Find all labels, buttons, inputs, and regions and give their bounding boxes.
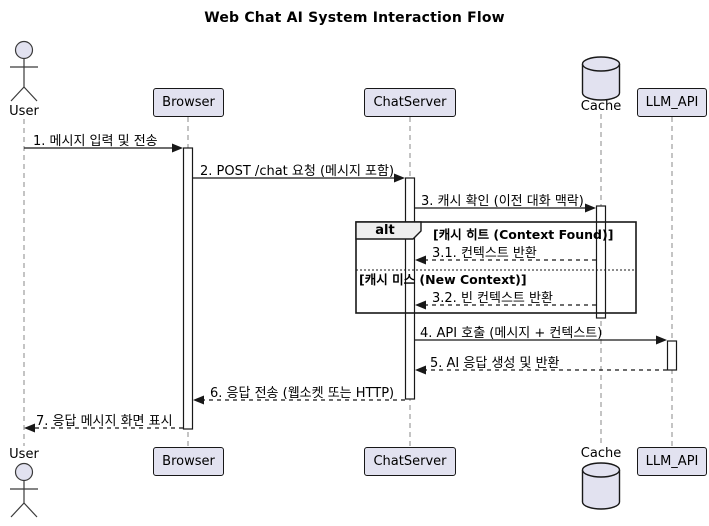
arrow-msg-4 [415, 335, 667, 345]
participant-box-llm-api-top: LLM_API [637, 88, 707, 117]
alt-frame [355, 221, 637, 314]
arrow-msg-3-2 [415, 300, 596, 310]
activation-chatserver [404, 177, 416, 400]
participant-box-browser-bottom: Browser [153, 447, 224, 476]
arrow-msg-5 [415, 365, 667, 375]
participant-label-user-bottom: User [9, 447, 39, 462]
arrow-msg-2 [193, 173, 405, 183]
participant-label-cache-top: Cache [580, 99, 622, 114]
activation-browser [182, 147, 194, 430]
database-icon-bottom [581, 462, 621, 510]
user-actor-icon-bottom [10, 462, 38, 518]
message-label-5: 5. AI 응답 생성 및 반환 [430, 356, 560, 371]
participant-label-cache-bottom: Cache [580, 446, 622, 461]
message-arrows [24, 143, 667, 433]
arrow-msg-3-1 [415, 255, 596, 265]
diagram-title: Web Chat AI System Interaction Flow [204, 10, 505, 26]
message-label-2: 2. POST /chat 요청 (메시지 포함) [200, 164, 395, 179]
participant-box-chatserver-bottom: ChatServer [364, 447, 456, 476]
arrow-msg-6 [193, 395, 405, 405]
alt-condition-2: [캐시 미스 (New Context)] [359, 272, 527, 287]
participant-box-chatserver-top: ChatServer [364, 88, 456, 117]
participant-box-browser-top: Browser [153, 88, 224, 117]
arrow-msg-1 [24, 143, 183, 153]
message-label-3-1: 3.1. 컨텍스트 반환 [432, 246, 537, 261]
participant-label-user-top: User [9, 104, 39, 119]
user-actor-icon-top [10, 40, 38, 102]
message-label-3: 3. 캐시 확인 (이전 대화 맥락) [421, 194, 584, 209]
message-label-4: 4. API 호출 (메시지 + 컨텍스트) [420, 326, 603, 341]
message-label-6: 6. 응답 전송 (웹소켓 또는 HTTP) [210, 386, 395, 401]
alt-operator-pentagon [355, 221, 422, 240]
activation-llm-api [666, 340, 678, 371]
activation-cache [595, 205, 607, 319]
activation-bars [182, 147, 678, 430]
message-label-1: 1. 메시지 입력 및 전송 [33, 134, 158, 149]
participant-box-llm-api-bottom: LLM_API [637, 447, 707, 476]
arrow-msg-7 [24, 423, 183, 433]
alt-condition-1: [캐시 히트 (Context Found)] [433, 227, 614, 242]
arrow-msg-3 [415, 203, 596, 213]
message-label-7: 7. 응답 메시지 화면 표시 [36, 414, 173, 429]
alt-operator-label: alt [375, 223, 395, 238]
message-label-3-2: 3.2. 빈 컨텍스트 반환 [432, 291, 553, 306]
database-icon-top [581, 56, 621, 101]
